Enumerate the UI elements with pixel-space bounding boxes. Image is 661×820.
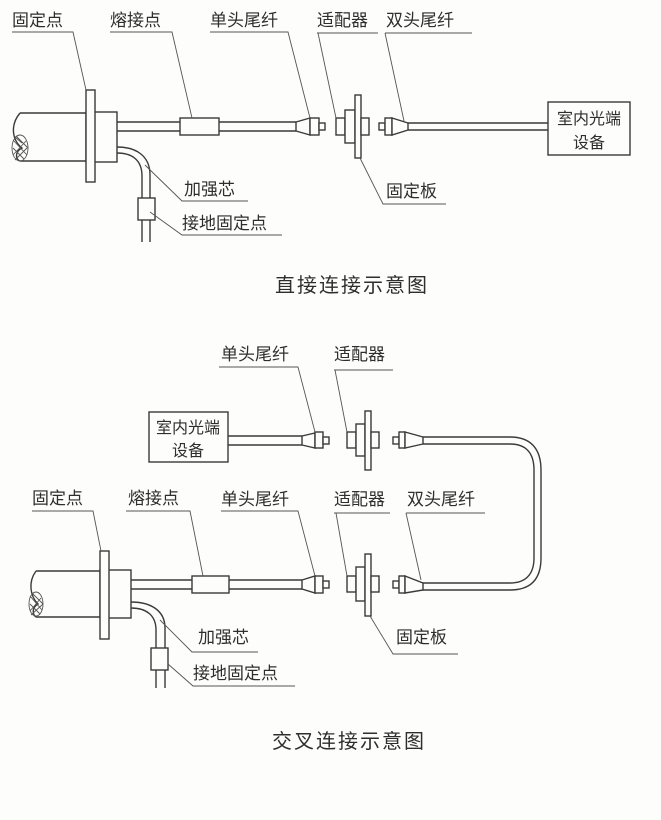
fixed-plate [354,94,362,159]
ground-clamp [137,197,156,221]
label-splice-point: 熔接点 [128,489,179,509]
indoor-optical-device: 室内光端 设备 [547,101,631,156]
label-adapter-top: 适配器 [334,345,385,365]
label-splice-point: 熔接点 [110,11,161,31]
label-single-pigtail: 单头尾纤 [210,11,278,31]
label-fixed-point: 固定点 [12,11,63,31]
double-pigtail-connector-top [392,431,424,449]
splice-sleeve [191,575,230,594]
strength-member [116,146,156,242]
indoor-optical-device: 室内光端 设备 [148,411,229,463]
caption-direct-connection: 直接连接示意图 [275,273,429,297]
splice-sleeve [179,117,220,136]
double-pigtail-loop [423,436,542,591]
label-fixed-point: 固定点 [32,489,83,509]
optical-cable [28,569,132,619]
label-adapter: 适配器 [317,11,368,31]
single-pigtail-connector-top [301,431,330,449]
caption-cross-connection: 交叉连接示意图 [272,729,426,753]
label-ground-fixed-point: 接地固定点 [182,214,267,234]
single-pigtail-connector [301,575,330,594]
single-pigtail-connector [295,117,326,136]
label-single-pigtail-top: 单头尾纤 [221,345,289,365]
device-label-line2: 设备 [573,133,605,152]
fixed-plate [364,553,372,617]
label-single-pigtail: 单头尾纤 [221,490,289,510]
ground-clamp [150,647,169,671]
label-adapter: 适配器 [334,490,385,510]
label-double-pigtail: 双头尾纤 [386,11,454,31]
direct-connection-diagram: 室内光端 设备 固定点 熔接点 单头尾纤 适配器 双头尾纤 加强芯 接地固定点 … [11,11,631,297]
fixed-point-flange [99,550,110,640]
device-label-line2: 设备 [172,441,204,460]
optical-cable [11,111,118,163]
label-double-pigtail: 双头尾纤 [407,490,475,510]
double-pigtail-connector [392,574,424,594]
label-ground-fixed-point: 接地固定点 [193,664,278,684]
label-strength-member: 加强芯 [184,180,235,200]
strength-member [130,601,169,688]
cross-connection-diagram: 室内光端 设备 [28,345,542,753]
device-label-line1: 室内光端 [557,109,621,128]
label-fixed-plate: 固定板 [386,182,437,202]
device-label-line1: 室内光端 [156,418,220,437]
label-fixed-plate: 固定板 [396,628,447,648]
adapter [346,553,380,617]
adapter-top [346,410,380,471]
adapter [335,94,370,159]
label-strength-member: 加强芯 [198,628,249,648]
fixed-point-flange [85,89,96,183]
fiber-line [117,121,180,132]
fiber-line [131,579,192,590]
